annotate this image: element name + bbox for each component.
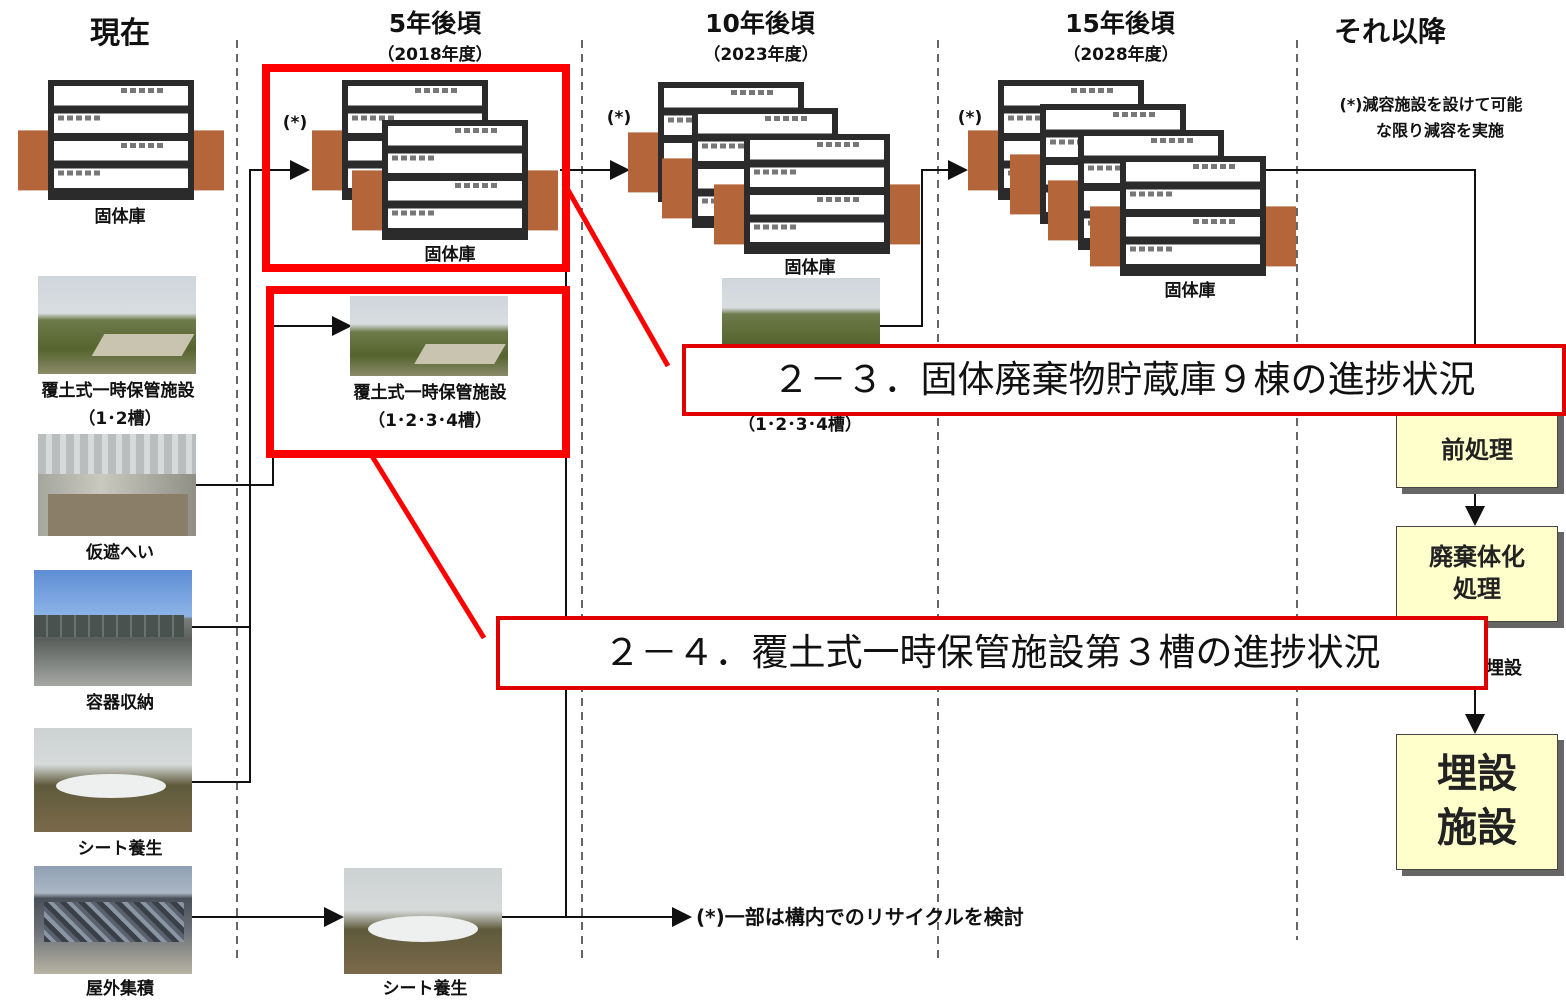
- photo-container: [34, 570, 192, 686]
- photo-soil-cover-now: [38, 276, 196, 374]
- highlight-frame-soil-cover: [266, 286, 570, 458]
- label-asterisk-15y: (*): [957, 108, 983, 128]
- label-soil-cover-5y-sub: （1･2･3･4槽）: [368, 411, 492, 431]
- header-10y: 10年後頃: [705, 9, 815, 38]
- label-solid-storage-10y: 固体庫: [784, 258, 836, 278]
- label-burial-partial: 埋設: [1486, 658, 1522, 679]
- label-asterisk-5y: (*): [282, 113, 308, 133]
- label-soil-cover-now: 覆土式一時保管施設: [41, 381, 195, 401]
- label-solid-storage-now: 固体庫: [94, 207, 146, 227]
- photo-sheet-cover-5y: [344, 868, 502, 974]
- box-solidify: 廃棄体化 処理: [1396, 526, 1558, 622]
- arrow-to-solid-storage-5y: [192, 160, 310, 783]
- note-reduction-1: (*)減容施設を設けて可能: [1339, 95, 1523, 114]
- header-later: それ以降: [1333, 15, 1446, 48]
- header-15y: 15年後頃: [1065, 9, 1175, 38]
- photo-outdoor-pile: [34, 866, 192, 974]
- callout-2-4: ２－４．覆土式一時保管施設第３槽の進捗状況: [496, 616, 1488, 690]
- note-reduction-2: な限り減容を実施: [1375, 121, 1504, 140]
- label-outdoor-pile: 屋外集積: [86, 979, 154, 999]
- label-sheet-cover-now: シート養生: [77, 839, 163, 859]
- label-solid-storage-15y: 固体庫: [1164, 281, 1216, 301]
- label-sheet-cover-5y: シート養生: [382, 979, 468, 999]
- header-15y-sub: （2028年度）: [1063, 45, 1179, 65]
- label-temp-shield: 仮遮へい: [86, 543, 154, 563]
- label-soil-cover-5y: 覆土式一時保管施設: [353, 383, 507, 403]
- box-preprocess-label: 前処理: [1441, 436, 1513, 464]
- arrow-10y-to-15y: [880, 160, 968, 327]
- pointer-line-c24: [369, 454, 487, 640]
- storage-building-icon: [1090, 156, 1296, 276]
- photo-temp-shield: [38, 434, 196, 536]
- highlight-frame-solid-storage: [262, 64, 570, 272]
- storage-building-icon: [352, 120, 558, 240]
- pointer-line-c23: [565, 188, 671, 368]
- header-now: 現在: [90, 16, 150, 51]
- box-burial-facility: 埋設 施設: [1396, 734, 1558, 870]
- note-recycle: (*)一部は構内でのリサイクルを検討: [696, 905, 1024, 929]
- callout-2-3: ２－３．固体廃棄物貯蔵庫９棟の進捗状況: [682, 344, 1566, 416]
- box-solidify-line1: 廃棄体化: [1429, 543, 1525, 571]
- box-preprocess: 前処理: [1396, 410, 1558, 488]
- photo-sheet-cover-now: [34, 728, 192, 832]
- line-15y-to-later: [1265, 169, 1476, 420]
- label-soil-cover-10y-sub: （1･2･3･4槽）: [738, 415, 862, 434]
- label-container: 容器収納: [86, 693, 154, 713]
- label-solid-storage-5y: 固体庫: [424, 245, 476, 265]
- box-burial-line1: 埋設: [1437, 751, 1517, 797]
- storage-building-icon: [18, 80, 224, 200]
- header-5y-sub: （2018年度）: [377, 45, 493, 65]
- header-10y-sub: （2023年度）: [703, 45, 819, 65]
- label-soil-cover-now-sub: （1･2槽）: [78, 409, 162, 429]
- line-5y-merge: [500, 170, 567, 918]
- box-burial-line2: 施設: [1437, 805, 1517, 851]
- header-5y: 5年後頃: [388, 9, 482, 38]
- photo-soil-cover-10y: [722, 278, 880, 344]
- photo-soil-cover-5y: [350, 296, 508, 376]
- storage-building-icon: [714, 134, 920, 254]
- label-asterisk-10y: (*): [606, 108, 632, 128]
- box-solidify-line2: 処理: [1453, 575, 1501, 603]
